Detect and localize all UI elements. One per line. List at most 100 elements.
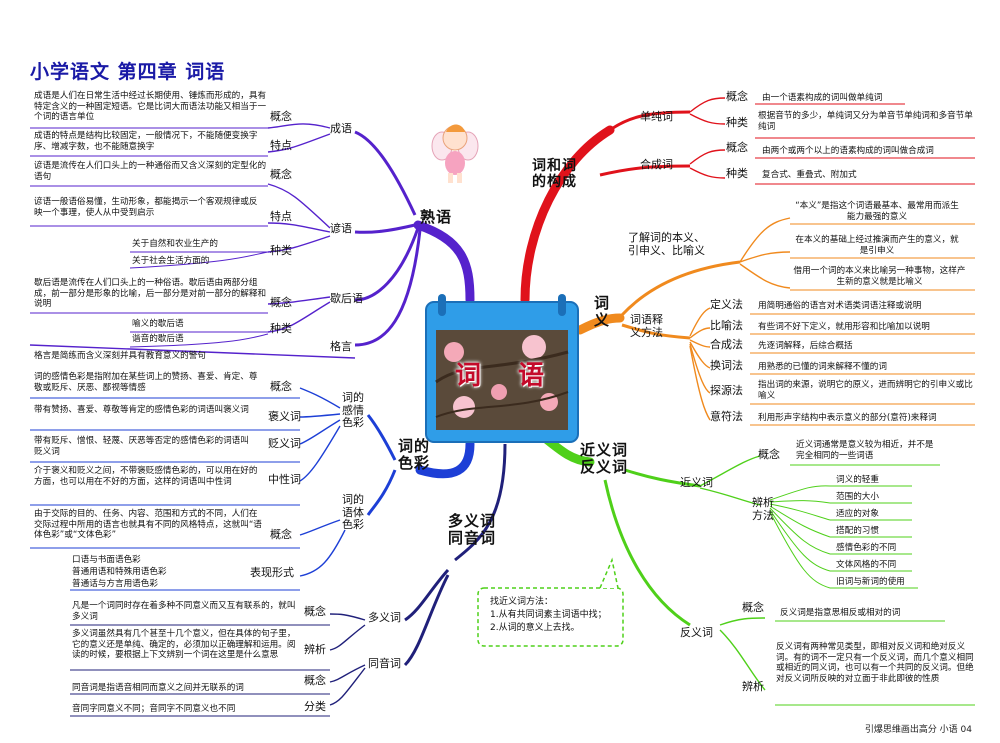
jinyi-concept-text: 近义词通常是意义较为相近，并不是完全相同的一些词语 [796, 440, 934, 461]
jinyi-discern-tag: 辨析 方法 [752, 496, 774, 522]
tip-line: 2.从词的意义上去找。 [490, 623, 580, 634]
method-text: 有些词不好下定义，就用形容和比喻加以说明 [758, 322, 930, 332]
chengyu-concept-tag: 概念 [270, 110, 292, 123]
yanyu-feature-tag: 特点 [270, 210, 292, 223]
tongyinci-class-text: 音同字同意义不同；音同字不同意义也不同 [72, 704, 236, 714]
yanyu-types-tag: 种类 [270, 244, 292, 257]
page-title: 小学语文 第四章 词语 [30, 61, 226, 83]
commend-tag: 褒义词 [268, 410, 301, 423]
understand-item: 借用一个词的本义来比喻另一种事物，这样产生新的意义就是比喻义 [793, 266, 966, 287]
goucheng-node: 词和词 的构成 [532, 158, 577, 191]
hecheng-types-tag: 种类 [726, 167, 748, 180]
shuyu-node: 熟语 [420, 208, 453, 226]
yuti-node: 词的 语体 色彩 [342, 493, 364, 532]
jinfan-node: 近义词 反义词 [580, 441, 629, 477]
xiehouyu-node: 歇后语 [330, 292, 363, 305]
secai-node: 词的 色彩 [398, 437, 431, 473]
neutral-tag: 中性词 [268, 473, 301, 486]
ciyi-branch-lines [575, 217, 975, 426]
understand-node: 了解词的本义、 引申义、比喻义 [628, 231, 705, 257]
ciyi-node: 词 义 [594, 294, 611, 330]
duoyin-branch-lines [70, 443, 507, 717]
jinfan-branch-lines [530, 425, 975, 706]
duoyici-node: 多义词 [368, 611, 401, 624]
yanyu-concept-text: 谚语是流传在人们口头上的一种通俗而又含义深刻的定型化的语句 [34, 161, 267, 182]
tip-note: 找近义词方法： 1.从有共同词素主词语中找； 2.从词的意义上去找。 [490, 596, 607, 635]
hecheng-node: 合成词 [640, 158, 673, 171]
jinyi-node: 近义词 [680, 476, 713, 489]
hecheng-types-text: 复合式、重叠式、附加式 [762, 170, 857, 180]
jinyi-discern-item: 感情色彩的不同 [836, 543, 897, 553]
yuti-form-item: 普通用语和特殊用语色彩 [72, 567, 167, 577]
commend-text: 带有赞扬、喜爱、尊敬等肯定的感情色彩的词语叫褒义词 [34, 405, 249, 415]
danchun-node: 单纯词 [640, 110, 673, 123]
yanyu-concept-tag: 概念 [270, 168, 292, 181]
xiehouyu-type-item: 喻义的歇后语 [132, 319, 184, 329]
jinyi-discern-item: 旧词与新词的使用 [836, 577, 905, 587]
tongyinci-concept-tag: 概念 [304, 674, 326, 687]
jinyi-discern-item: 搭配的习惯 [836, 526, 879, 536]
chengyu-node: 成语 [330, 122, 352, 135]
hecheng-concept-tag: 概念 [726, 141, 748, 154]
fanyi-node: 反义词 [680, 626, 713, 639]
yanyu-feature-text: 谚语一般语俗易懂，生动形象，都能揭示一个客观规律或反映一个事理，使人从中受到启示 [34, 197, 258, 218]
secai-branch-lines [30, 387, 475, 591]
xiehouyu-concept-text: 歇后语是流传在人们口头上的一种俗语。歇后语由两部分组成，前一部分是形象的比喻，后… [34, 278, 267, 310]
duoyici-discern-tag: 辨析 [304, 643, 326, 656]
chengyu-feature-tag: 特点 [270, 139, 292, 152]
goucheng-branch-lines [520, 97, 975, 305]
method-text: 指出词的来源，说明它的原义，进而辨明它的引申义或比喻义 [758, 380, 973, 401]
tip-title: 找近义词方法： [490, 597, 554, 607]
calendar-center-image [425, 294, 579, 443]
yuti-concept-tag: 概念 [270, 528, 292, 541]
method-tag: 探源法 [710, 384, 743, 397]
fanyi-discern-text: 反义词有两种常见类型，即相对反义词和绝对反义词。有的词不一定只有一个反义词，而几… [776, 642, 974, 685]
danchun-concept-tag: 概念 [726, 90, 748, 103]
method-tag: 意符法 [710, 410, 743, 423]
danchun-types-tag: 种类 [726, 116, 748, 129]
fanyi-concept-tag: 概念 [742, 601, 764, 614]
yanyu-type-item: 关于自然和农业生产的 [132, 239, 218, 249]
xiehouyu-type-item: 谐音的歇后语 [132, 334, 184, 344]
chengyu-concept-text: 成语是人们在日常生活中经过长期使用、锤炼而形成的，具有特定含义的一种固定短语。它… [34, 91, 267, 123]
method-text: 用熟悉的已懂的词来解释不懂的词 [758, 362, 887, 372]
derog-text: 带有贬斥、憎恨、轻蔑、厌恶等否定的感情色彩的词语叫贬义词 [34, 436, 249, 457]
yuti-forms-tag: 表现形式 [250, 566, 294, 579]
duoyici-concept-text: 凡是一个词同时存在着多种不同意义而又互有联系的，就叫多义词 [72, 601, 296, 622]
ganqing-node: 词的 感情 色彩 [342, 391, 364, 430]
shuyu-branch-lines [29, 123, 475, 359]
ganqing-concept-tag: 概念 [270, 380, 292, 393]
yanyu-node: 谚语 [330, 222, 352, 235]
duoyici-concept-tag: 概念 [304, 605, 326, 618]
danchun-concept-text: 由一个语素构成的词叫做单纯词 [762, 93, 883, 103]
jinyi-discern-item: 文体风格的不同 [836, 560, 897, 570]
tip-line: 1.从有共同词素主词语中找； [490, 610, 607, 621]
duoyin-node: 多义词 同音词 [448, 512, 497, 548]
jinyi-discern-item: 范围的大小 [836, 492, 879, 502]
cupid-icon [431, 124, 479, 183]
jinyi-discern-item: 词义的轻重 [836, 475, 879, 485]
tongyinci-class-tag: 分类 [304, 700, 326, 713]
yuti-form-item: 口语与书面语色彩 [72, 555, 141, 565]
danchun-types-text: 根据音节的多少，单纯词又分为单音节单纯词和多音节单纯词 [758, 111, 973, 132]
tongyinci-node: 同音词 [368, 657, 401, 670]
hecheng-concept-text: 由两个或两个以上的语素构成的词叫做合成词 [762, 146, 934, 156]
center-topic-label: 词 语 [455, 361, 559, 391]
geyan-node: 格言 [330, 340, 352, 353]
geyan-text: 格言是简练而含义深刻并具有教育意义的警句 [34, 351, 206, 361]
tongyinci-concept-text: 同音词是指语音相同而意义之间并无联系的词 [72, 683, 244, 693]
xiehouyu-types-tag: 种类 [270, 322, 292, 335]
derog-tag: 贬义词 [268, 437, 301, 450]
neutral-text: 介于褒义和贬义之间，不带褒贬感情色彩的，可以用在好的方面，也可以用在不好的方面，… [34, 466, 258, 487]
method-tag: 换词法 [710, 359, 743, 372]
methods-node: 词语释 义方法 [630, 313, 663, 339]
method-tag: 比喻法 [710, 319, 743, 332]
chengyu-feature-text: 成语的特点是结构比较固定，一般情况下，不能随便变换字序、增减字数，也不能随意换字 [34, 131, 258, 152]
duoyici-discern-text: 多义词虽然具有几个甚至十几个意义，但在具体的句子里，它的意义还是单纯、确定的，必… [72, 629, 296, 661]
yuti-concept-text: 由于交际的目的、任务、内容、范围和方式的不同，人们在交际过程中所用的语言也就具有… [34, 509, 262, 541]
method-text: 用简明通俗的语言对术语类词语注释或说明 [758, 301, 922, 311]
jinyi-discern-item: 适应的对象 [836, 509, 879, 519]
understand-item: “本义”是指这个词语最基本、最常用而派生能力最强的意义 [795, 201, 959, 222]
method-text: 利用形声字结构中表示意义的部分(意符)来释词 [758, 413, 937, 423]
